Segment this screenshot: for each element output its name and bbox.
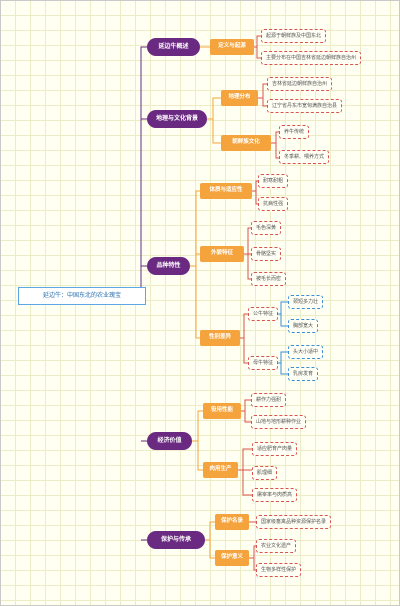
leaf-plowing[interactable]: 耕作力强耐 [251, 393, 287, 407]
leaf-cow-udder[interactable]: 乳房发育 [288, 367, 319, 381]
leaf-coat-color[interactable]: 毛色深黄 [251, 221, 282, 235]
leaf-cold-tolerance[interactable]: 耐寒耐粗 [258, 174, 289, 188]
leaf-national-list[interactable]: 国家级畜禽品种资源保护名录 [256, 515, 332, 529]
leaf-origin[interactable]: 起源于朝鲜族及中国东北 [261, 29, 327, 43]
leaf-bull-neck[interactable]: 颈短多力壮 [288, 295, 324, 309]
branch-protection[interactable]: 保护与传承 [147, 531, 205, 549]
leaf-cattle-tradition[interactable]: 养牛传统 [279, 125, 310, 139]
group-protection-significance[interactable]: 保护意义 [215, 550, 249, 566]
group-protection-list[interactable]: 保护名录 [215, 514, 249, 530]
sub-bull-traits[interactable]: 公牛特征 [248, 307, 279, 321]
group-draft-performance[interactable]: 役用性能 [203, 403, 241, 419]
group-constitution[interactable]: 体质与适应性 [200, 183, 252, 199]
leaf-bull-chest[interactable]: 胸部宽大 [288, 319, 319, 333]
leaf-winter-feeding[interactable]: 冬季耕、喂养方式 [279, 150, 330, 164]
leaf-jilin[interactable]: 吉林省延边朝鲜族自治州 [267, 77, 333, 91]
leaf-fattening-yield[interactable]: 适应肥育产肉量 [252, 442, 298, 456]
branch-economic-value[interactable]: 经济价值 [147, 432, 192, 450]
branch-geo-culture[interactable]: 地理与文化背景 [147, 110, 207, 128]
leaf-distribution[interactable]: 主要分布在中国吉林省延边朝鲜族自治州 [261, 51, 362, 65]
leaf-cow-head[interactable]: 头大小适中 [288, 345, 324, 359]
leaf-disease-resistance[interactable]: 抗病性强 [258, 197, 289, 211]
branch-breed-traits[interactable]: 品种特性 [147, 257, 190, 275]
sub-cow-traits[interactable]: 母牛特征 [248, 356, 279, 370]
group-korean-culture[interactable]: 朝鲜族文化 [221, 135, 271, 151]
group-beef-production[interactable]: 肉用生产 [203, 462, 238, 478]
leaf-liaoning[interactable]: 辽宁省丹东市宽甸满族自治县 [267, 99, 343, 113]
leaf-coat-length[interactable]: 被毛长而密 [251, 272, 287, 286]
branch-overview[interactable]: 延边牛概述 [147, 38, 200, 56]
leaf-mountain-farming[interactable]: 山地与地形耕种作业 [251, 415, 307, 429]
leaf-bones[interactable]: 骨骼坚实 [251, 247, 282, 261]
root-node[interactable]: 延边牛：中国东北的农业瑰宝 [18, 287, 146, 305]
leaf-fine-texture[interactable]: 肌理细 [252, 466, 278, 480]
group-definition-origin[interactable]: 定义与起源 [210, 39, 254, 55]
leaf-dressing-rate[interactable]: 屠宰率与肉质高 [252, 488, 298, 502]
leaf-agricultural-heritage[interactable]: 农业文化遗产 [256, 539, 297, 553]
group-geo-distribution[interactable]: 地理分布 [221, 90, 258, 106]
leaf-biodiversity[interactable]: 生物多样性保护 [256, 563, 302, 577]
group-appearance[interactable]: 外貌特征 [200, 246, 244, 262]
group-sex-difference[interactable]: 性别差异 [200, 330, 240, 346]
